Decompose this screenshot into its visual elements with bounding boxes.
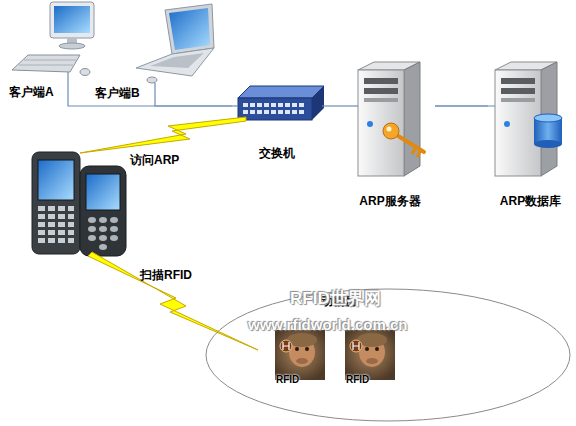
handheld-reader <box>32 152 126 256</box>
room-ellipse: 动物房RFIDRFID <box>205 288 571 422</box>
client-node: 客户端A <box>5 0 90 99</box>
network-link <box>68 99 232 106</box>
node-label: 交换机 <box>259 146 295 160</box>
wireless-link <box>80 117 246 153</box>
laptop-computer <box>136 4 214 100</box>
database-node: ARP数据库 <box>488 60 573 210</box>
network-link <box>435 105 488 106</box>
key-symbol <box>383 123 424 157</box>
desktop-computer <box>12 2 94 99</box>
network-switch <box>232 86 324 120</box>
animal-photo <box>275 330 325 380</box>
rfid-tag: RFID <box>275 328 327 386</box>
rfid-tag: RFID <box>345 328 397 386</box>
node-label: 客户端A <box>9 85 54 99</box>
ellipse-outline <box>206 289 570 421</box>
node-label: 客户端B <box>95 86 140 100</box>
network-link <box>155 100 232 106</box>
animal-photo <box>345 330 395 380</box>
network-link <box>322 105 345 106</box>
tag-label: RFID <box>346 374 369 386</box>
node-label: ARP服务器 <box>359 194 420 208</box>
tag-label: RFID <box>276 374 299 386</box>
wireless-link <box>88 252 258 350</box>
client-node: 客户端B <box>92 4 218 100</box>
watermark: www.rfidworld.com.cn <box>248 318 407 332</box>
link-label: 访问ARP <box>130 153 179 167</box>
link-label: 扫描RFID <box>140 268 192 282</box>
switch-node: 交换机 <box>232 84 322 160</box>
server-node: ARP服务器 <box>345 60 435 210</box>
server-tower <box>345 62 424 176</box>
watermark: RFID世界网 <box>290 292 381 306</box>
ellipse-outline <box>205 288 571 422</box>
database-server <box>435 62 562 176</box>
node-label: ARP数据库 <box>500 194 561 208</box>
